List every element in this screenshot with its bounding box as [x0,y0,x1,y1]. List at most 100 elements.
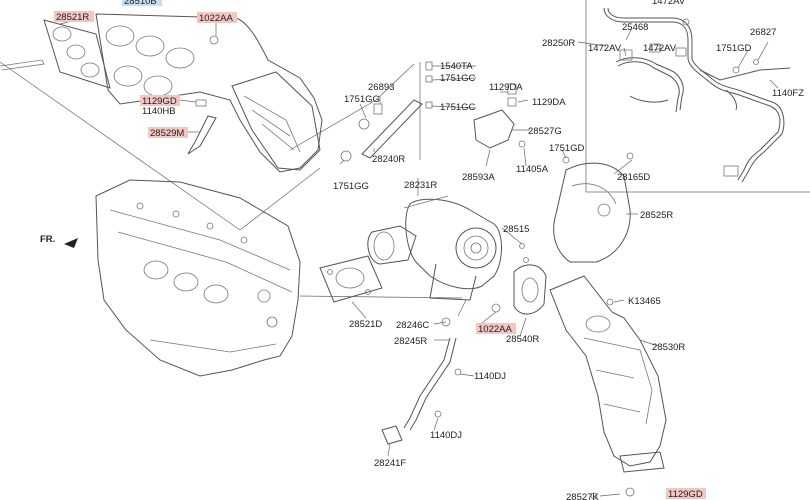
part-number-text: 1140FZ [772,88,804,99]
part-label-highlight [140,95,180,106]
part-number-text: 28515 [503,224,529,235]
part-number-text: 28527K [566,492,599,500]
part-label-26893: 26893 [368,82,394,93]
part-label-1472av: 1472AV [643,43,677,54]
part-label-1751gd: 1751GD [716,43,752,54]
front-direction-label: FR. [40,234,55,245]
part-label-1022aa: 1022AA [197,12,237,24]
leader-lines [59,15,779,497]
part-label-1140dj: 1140DJ [430,430,462,441]
part-label-1140hb: 1140HB [142,106,176,117]
part-label-1472av: 1472AV [588,43,622,54]
part-label-28521r: 28521R [54,11,94,23]
part-label-highlight [197,12,237,23]
part-number-text: 28525R [640,210,673,221]
part-label-1751gc: 1751GC [440,73,476,84]
part-label-highlight [54,11,94,22]
part-number-text: 11405A [516,164,549,175]
part-number-text: 26893 [368,82,394,93]
part-number-text: 1751GG [333,181,369,192]
part-number-text: 1022AA [199,13,233,24]
part-label-1140fz: 1140FZ [772,88,804,99]
part-label-28530r: 28530R [652,342,685,353]
part-number-text: 28530R [652,342,685,353]
part-number-text: 1472AV [643,43,677,54]
part-number-text: 28540R [506,334,539,345]
part-label-1751gg: 1751GG [344,94,380,105]
part-label-26827: 26827 [750,27,776,38]
divider-line-a [0,59,45,71]
part-number-text: 25468 [622,22,648,33]
part-number-text: 28521R [56,12,89,23]
part-label-1751gc: 1751GC [440,102,476,113]
part-number-text: K13465 [628,296,661,307]
part-label-28246c: 28246C [396,320,429,331]
part-label-highlight [122,0,162,6]
part-number-text: 1129DA [532,97,566,108]
part-number-text: 1751GD [549,143,585,154]
part-number-text: 1022AA [478,324,512,335]
part-number-text: 1129GD [142,96,177,107]
part-label-1472av: 1472AV [652,0,686,7]
oil-feed-pipe [340,61,433,162]
turbo-heat-shield [553,152,634,263]
part-number-text: 1129DA [489,82,523,93]
part-label-1129gd: 1129GD [140,95,180,107]
part-label-1022aa: 1022AA [476,323,516,335]
part-number-text: 1129GD [668,489,703,500]
part-label-28527k: 28527K [566,492,599,500]
part-label-28593a: 28593A [462,172,495,183]
part-number-text: 28527G [528,126,562,137]
part-label-28540r: 28540R [506,334,539,345]
part-number-text: 1751GD [716,43,752,54]
turbocharger [367,195,502,301]
engine-block [95,179,301,377]
divider-line-c [289,63,415,151]
part-number-text: 28521D [349,319,382,330]
part-label-k13465: K13465 [628,296,661,307]
part-number-text: 1140DJ [430,430,462,441]
part-label-28527g: 28527G [528,126,562,137]
part-number-text: 28510B [124,0,157,7]
part-labels: 28521R28510B1022AA1129GD1140HB28529M1540… [54,0,804,500]
part-number-text: 28231R [404,180,437,191]
part-number-text: 26827 [750,27,776,38]
part-label-28529m: 28529M [148,127,188,139]
part-label-1140dj: 1140DJ [474,371,506,382]
part-label-highlight [476,323,516,334]
part-label-1129gd: 1129GD [666,488,706,500]
part-label-highlight [666,488,706,499]
part-label-1129da: 1129DA [489,82,523,93]
turbo-inlet-gasket [319,255,383,303]
front-direction-indicator: FR. [40,234,78,248]
part-label-28240r: 28240R [372,154,405,165]
part-number-text: 1751GG [344,94,380,105]
part-label-11405a: 11405A [516,164,549,175]
part-number-text: 1751GC [440,73,476,84]
part-label-28245r: 28245R [394,336,427,347]
turbo-support-bracket [473,83,570,164]
part-number-text: 1751GC [440,102,476,113]
part-label-1540ta: 1540TA [440,61,473,72]
part-number-text: 28240R [372,154,405,165]
part-label-28525r: 28525R [640,210,673,221]
oil-return-line [381,299,467,445]
part-number-text: 28529M [150,128,184,139]
part-number-text: 28241F [374,458,406,469]
part-label-28231r: 28231R [404,180,437,191]
part-number-text: 1540TA [440,61,473,72]
part-label-28241f: 28241F [374,458,406,469]
part-label-28521d: 28521D [349,319,382,330]
part-label-1129da: 1129DA [532,97,566,108]
part-number-text: 28245R [394,336,427,347]
part-number-text: 28250R [542,38,575,49]
part-number-text: 1140HB [142,106,176,117]
coolant-line-inset-box [585,0,810,193]
turbo-outlet-gasket [491,243,547,315]
part-label-1751gg: 1751GG [333,181,369,192]
part-number-text: 28593A [462,172,495,183]
lead-gasket-turbo [299,295,463,299]
part-number-text: 28246C [396,320,429,331]
part-label-28165d: 28165D [617,172,650,183]
front-arrow-icon [64,238,78,248]
